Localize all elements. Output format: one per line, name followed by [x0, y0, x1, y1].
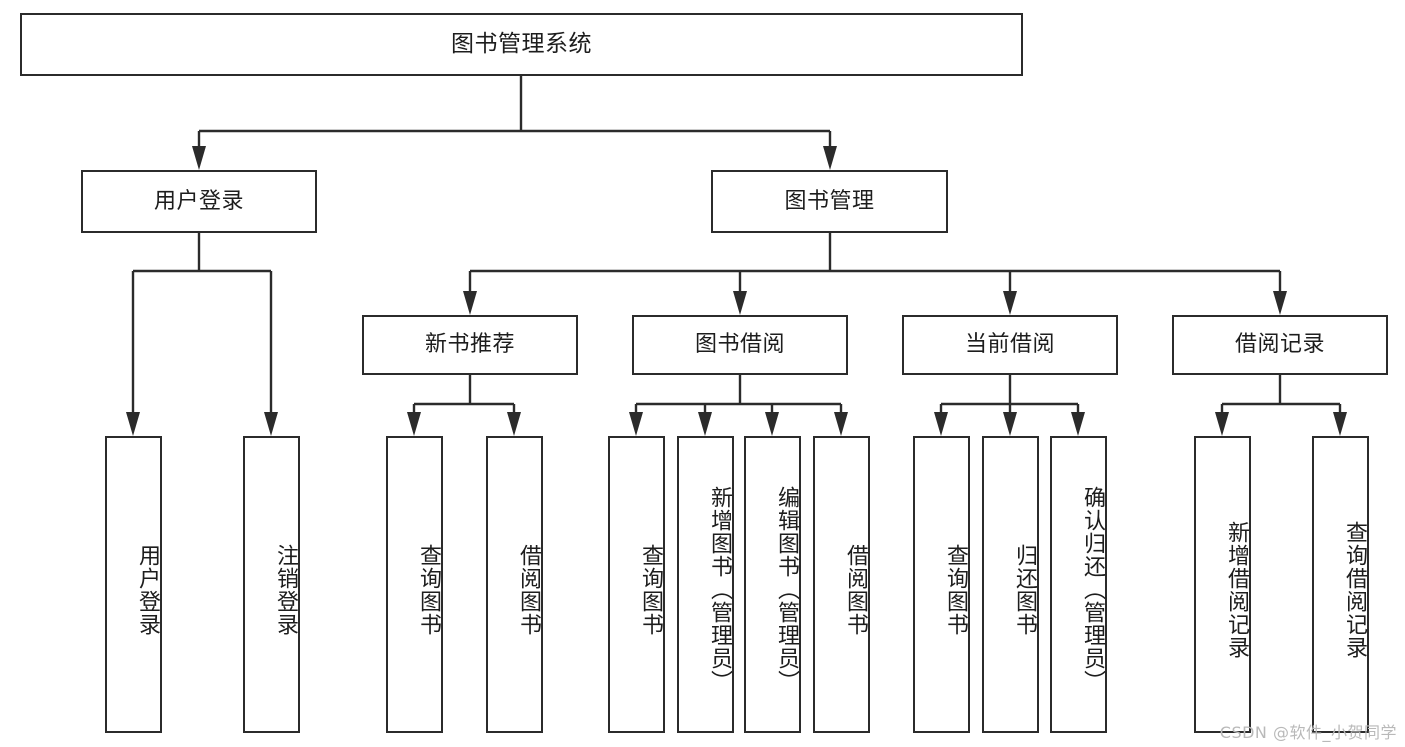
leaf-label: 查询图书: [416, 543, 441, 636]
leaf-book-borrow-edit-book-admin[interactable]: 编辑图书（管理员）: [744, 436, 801, 733]
node-borrowing-record-label: 借阅记录: [1234, 332, 1325, 358]
leaf-user-login-signout[interactable]: 注销登录: [243, 436, 300, 733]
leaf-label: 查询图书: [943, 543, 968, 636]
node-book-borrowing-label: 图书借阅: [694, 332, 785, 358]
leaf-record-add-borrow-record[interactable]: 新增借阅记录: [1194, 436, 1251, 733]
leaf-label: 注销登录: [273, 543, 298, 636]
node-book-management-label: 图书管理: [784, 188, 875, 214]
watermark: CSDN @软件_小贺同学: [1219, 723, 1397, 742]
node-current-borrowing[interactable]: 当前借阅: [902, 315, 1118, 375]
leaf-current-borrow-query-book[interactable]: 查询图书: [913, 436, 970, 733]
leaf-user-login-signin[interactable]: 用户登录: [105, 436, 162, 733]
leaf-label: 查询图书: [638, 543, 663, 636]
leaf-new-book-query-book[interactable]: 查询图书: [386, 436, 443, 733]
leaf-current-borrow-return-book[interactable]: 归还图书: [982, 436, 1039, 733]
leaf-book-borrow-add-book-admin[interactable]: 新增图书（管理员）: [677, 436, 734, 733]
node-user-login-label: 用户登录: [153, 188, 244, 214]
node-borrowing-record[interactable]: 借阅记录: [1172, 315, 1388, 375]
node-root-label: 图书管理系统: [451, 30, 592, 57]
leaf-label: 查询借阅记录: [1342, 520, 1367, 659]
leaf-label: 用户登录: [135, 543, 160, 636]
leaf-new-book-borrow-book[interactable]: 借阅图书: [486, 436, 543, 733]
node-book-borrowing[interactable]: 图书借阅: [632, 315, 848, 375]
leaf-record-query-borrow-record[interactable]: 查询借阅记录: [1312, 436, 1369, 733]
node-user-login[interactable]: 用户登录: [81, 170, 317, 233]
leaf-label: 借阅图书: [843, 543, 868, 636]
leaf-label: 归还图书: [1012, 543, 1037, 636]
leaf-label: 借阅图书: [516, 543, 541, 636]
leaf-label: 确认归还（管理员）: [1080, 486, 1105, 693]
node-book-management[interactable]: 图书管理: [711, 170, 948, 233]
leaf-book-borrow-query-book[interactable]: 查询图书: [608, 436, 665, 733]
leaf-label: 新增图书（管理员）: [707, 486, 732, 693]
leaf-book-borrow-borrow-book[interactable]: 借阅图书: [813, 436, 870, 733]
leaf-current-borrow-confirm-return-admin[interactable]: 确认归还（管理员）: [1050, 436, 1107, 733]
node-root[interactable]: 图书管理系统: [20, 13, 1023, 76]
leaf-label: 编辑图书（管理员）: [774, 486, 799, 693]
node-new-book-recommendation[interactable]: 新书推荐: [362, 315, 578, 375]
leaf-label: 新增借阅记录: [1224, 520, 1249, 659]
node-current-borrowing-label: 当前借阅: [964, 332, 1055, 358]
node-new-book-recommendation-label: 新书推荐: [424, 332, 515, 358]
